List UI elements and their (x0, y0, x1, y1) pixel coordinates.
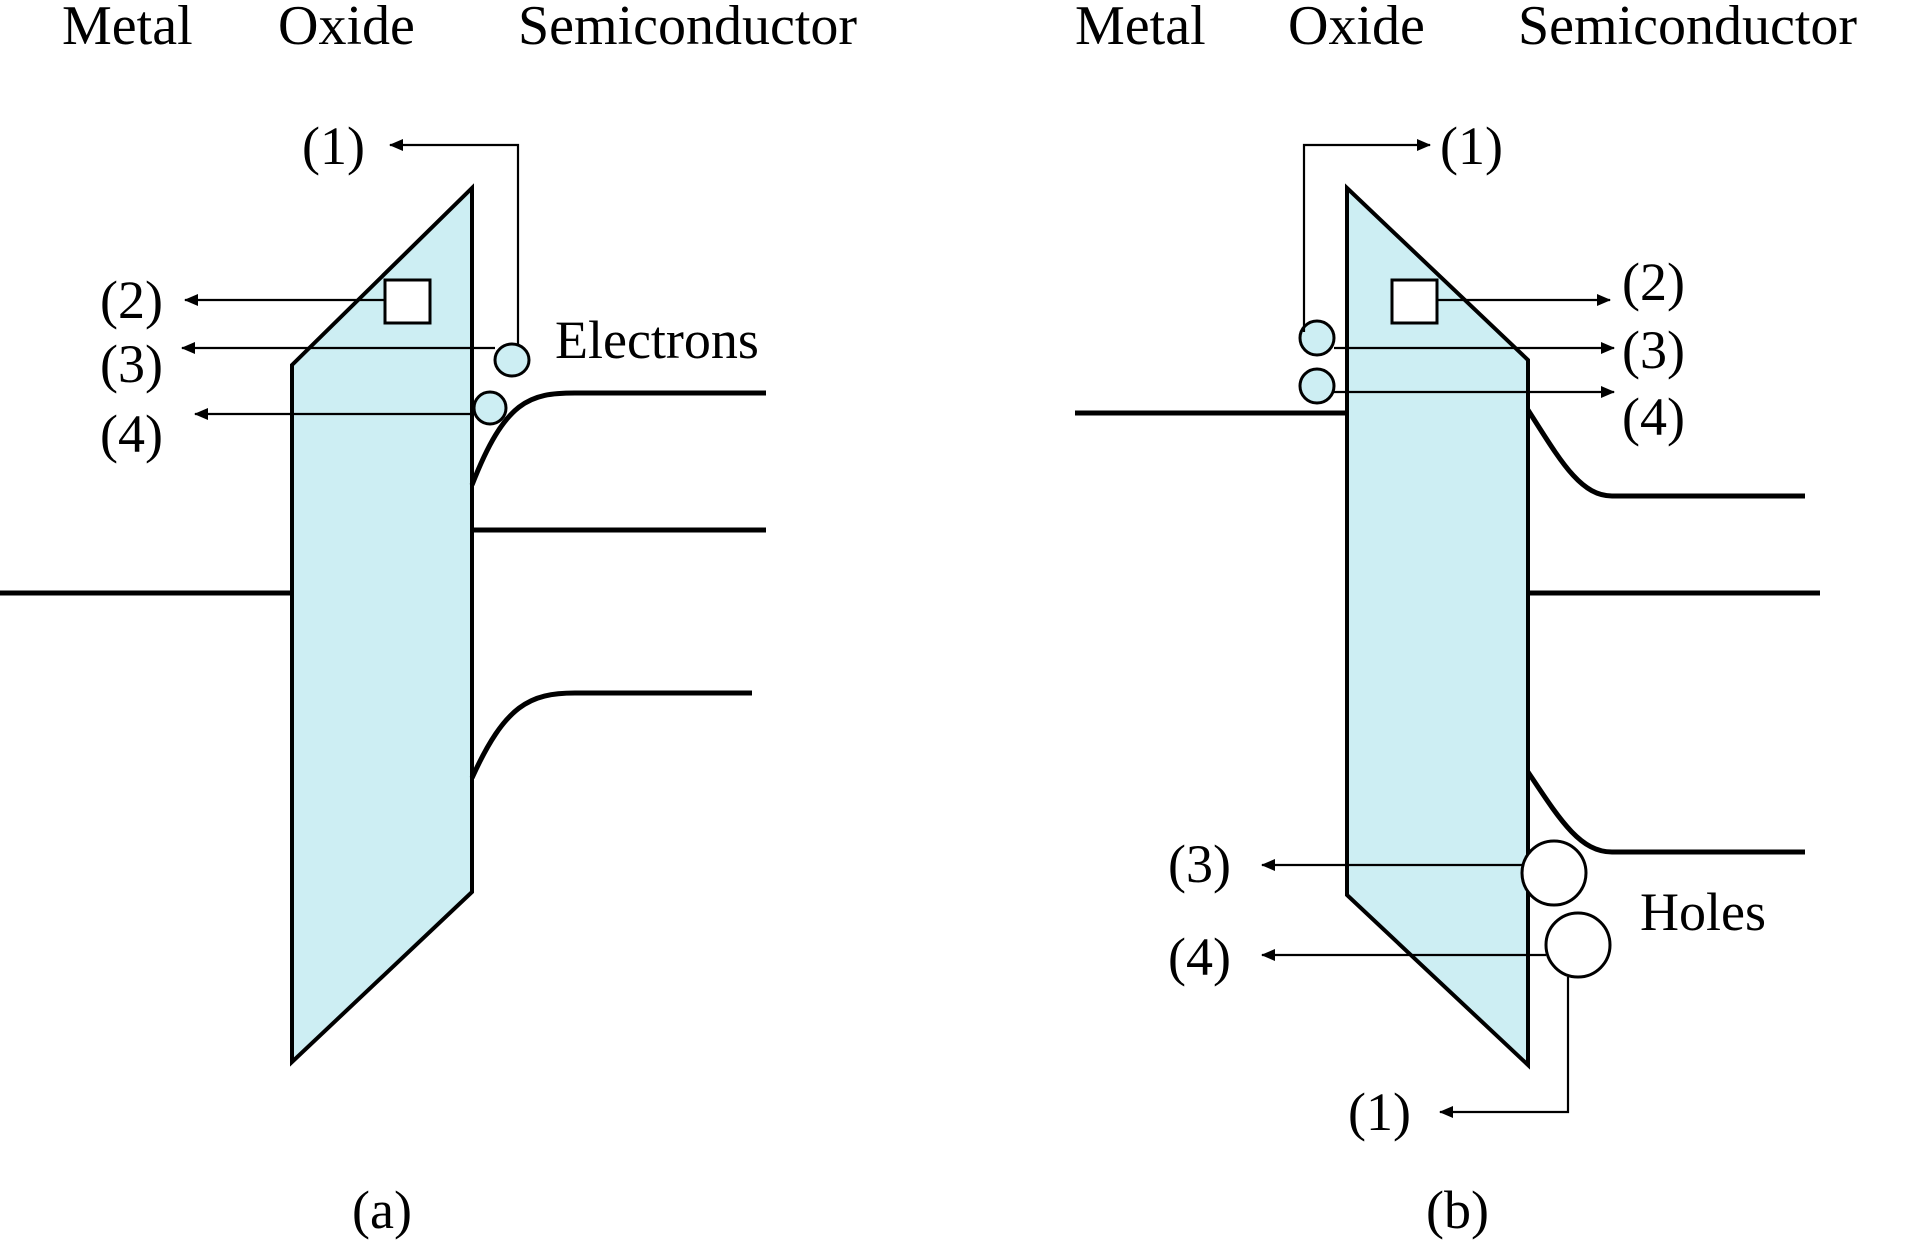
header-semiconductor-a: Semiconductor (518, 0, 857, 57)
label-4-a: (4) (100, 404, 163, 464)
oxide-trap-b (1390, 278, 1439, 325)
hole-b-lower (1544, 911, 1612, 979)
panel-b: Metal Oxide Semiconductor (1) (2) (3) (1075, 0, 1857, 1240)
label-1-top-b: (1) (1440, 116, 1503, 176)
label-4-top-b: (4) (1622, 387, 1685, 447)
label-3-bottom-b: (3) (1168, 834, 1231, 894)
label-1-a: (1) (302, 116, 365, 176)
header-oxide-a: Oxide (278, 0, 415, 57)
conduction-band-a (469, 390, 766, 486)
arrow-1-bottom-b (1439, 977, 1570, 1118)
holes-label: Holes (1640, 882, 1766, 942)
label-3-a: (3) (100, 334, 163, 394)
electron-a-lower (472, 390, 508, 426)
arrow-1-top-b (1302, 139, 1431, 332)
oxide-barrier-b (1345, 183, 1530, 1070)
header-metal-a: Metal (62, 0, 193, 57)
label-1-bottom-b: (1) (1348, 1082, 1411, 1142)
valence-band-a (469, 690, 752, 780)
oxide-barrier-a (290, 183, 474, 1067)
caption-a: (a) (352, 1180, 412, 1240)
caption-b: (b) (1426, 1180, 1489, 1240)
electrons-label: Electrons (555, 310, 759, 370)
valence-band-b (1525, 770, 1805, 855)
electron-b-lower (1298, 367, 1336, 405)
header-semiconductor-b: Semiconductor (1518, 0, 1857, 57)
hole-b-upper (1520, 839, 1588, 907)
arrow-1-a (389, 139, 520, 344)
oxide-trap-a (383, 278, 432, 325)
conduction-band-b (1525, 408, 1805, 499)
label-2-b: (2) (1622, 252, 1685, 312)
header-oxide-b: Oxide (1288, 0, 1425, 57)
label-2-a: (2) (100, 270, 163, 330)
label-4-bottom-b: (4) (1168, 927, 1231, 987)
electron-a-upper (493, 342, 531, 378)
panel-a: Metal Oxide Semiconductor (1) (2) (3) (4… (0, 0, 857, 1240)
electron-b-upper (1298, 319, 1336, 357)
label-3-top-b: (3) (1622, 320, 1685, 380)
header-metal-b: Metal (1075, 0, 1206, 57)
